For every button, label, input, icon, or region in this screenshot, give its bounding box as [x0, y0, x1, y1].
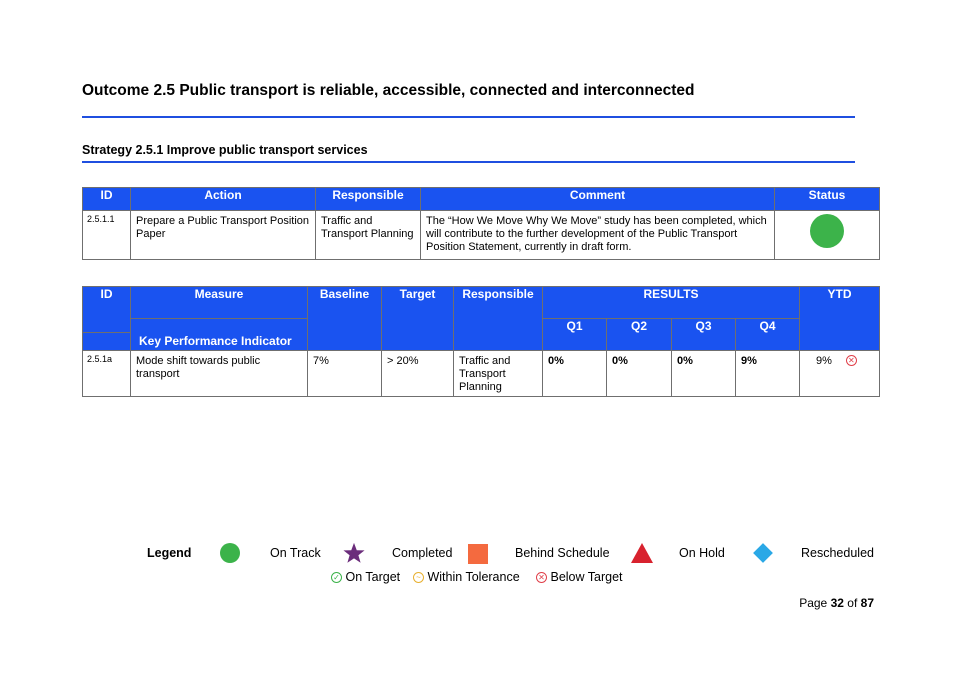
legend-label: Legend — [147, 546, 192, 560]
below-target-legend-icon: ✕ — [536, 572, 547, 583]
within-tolerance-label: Within Tolerance — [427, 570, 520, 584]
legend-on-track: On Track — [270, 546, 321, 560]
col-header-comment: Comment — [420, 187, 775, 211]
legend-on-hold: On Hold — [679, 546, 725, 560]
col-header-responsible: Responsible — [315, 187, 421, 211]
on-target-label: On Target — [345, 570, 401, 584]
kpi-col-header-results: RESULTS — [542, 286, 800, 319]
kpi-responsible: Traffic and Transport Planning — [453, 350, 543, 397]
rescheduled-icon — [753, 543, 773, 563]
kpi-col-header-q4: Q4 — [735, 318, 800, 351]
page-number: Page 32 of 87 — [799, 596, 874, 610]
on-track-icon — [220, 543, 240, 563]
outcome-title: Outcome 2.5 Public transport is reliable… — [82, 82, 695, 99]
legend: Legend On Track Completed Behind Schedul… — [0, 540, 955, 566]
action-comment: The “How We Move Why We Move” study has … — [420, 210, 775, 260]
kpi-col-header-responsible: Responsible — [453, 286, 543, 351]
on-target-icon: ✓ — [331, 572, 342, 583]
strategy-title: Strategy 2.5.1 Improve public transport … — [82, 143, 368, 157]
kpi-q4: 9% — [735, 350, 800, 397]
kpi-col-header-target: Target — [381, 286, 454, 351]
kpi-q3: 0% — [671, 350, 736, 397]
kpi-col-header-id: ID — [82, 286, 131, 333]
kpi-col-header-q2: Q2 — [606, 318, 672, 351]
col-header-status: Status — [774, 187, 880, 211]
on-hold-icon — [631, 543, 653, 563]
page-prefix: Page — [799, 596, 828, 610]
legend-behind-schedule: Behind Schedule — [515, 546, 610, 560]
on-track-status-icon — [810, 214, 844, 248]
outcome-divider — [82, 116, 855, 118]
table-row: 2.5.1.1 Prepare a Public Transport Posit… — [82, 210, 880, 260]
kpi-col-header-measure: Measure — [130, 286, 308, 319]
page-sep: of — [847, 596, 858, 610]
kpi-col-header-q1: Q1 — [542, 318, 607, 351]
kpi-col-header-blank — [82, 332, 131, 351]
below-target-legend: ✕ Below Target — [536, 570, 623, 584]
kpi-id: 2.5.1a — [82, 350, 131, 397]
legend-completed: Completed — [392, 546, 453, 560]
kpi-ytd-value: 9% — [816, 355, 832, 367]
below-target-icon: ✕ — [845, 355, 857, 366]
kpi-ytd: 9% ✕ — [799, 350, 880, 397]
action-id: 2.5.1.1 — [82, 210, 131, 260]
action-status — [774, 210, 880, 260]
action-name: Prepare a Public Transport Position Pape… — [130, 210, 316, 260]
kpi-col-header-baseline: Baseline — [307, 286, 382, 351]
strategy-divider — [82, 161, 855, 163]
col-header-action: Action — [130, 187, 316, 211]
kpi-baseline: 7% — [307, 350, 382, 397]
kpi-measure: Mode shift towards public transport — [130, 350, 308, 397]
legend-rescheduled: Rescheduled — [801, 546, 874, 560]
within-tolerance-icon: ~ — [413, 572, 424, 583]
action-table: ID Action Responsible Comment Status 2.5… — [82, 187, 880, 260]
kpi-table: ID Measure Baseline Target Responsible R… — [82, 286, 880, 397]
page-total: 87 — [860, 596, 874, 610]
kpi-col-header-ytd: YTD — [799, 286, 880, 351]
kpi-target: > 20% — [381, 350, 454, 397]
page-current: 32 — [830, 596, 844, 610]
kpi-q2: 0% — [606, 350, 672, 397]
within-tolerance-legend: ~ Within Tolerance — [413, 570, 520, 584]
col-header-id: ID — [82, 187, 131, 211]
action-responsible: Traffic and Transport Planning — [315, 210, 421, 260]
kpi-col-header-kpi: Key Performance Indicator — [130, 318, 308, 351]
action-table-header: ID Action Responsible Comment Status — [82, 187, 880, 211]
kpi-q1: 0% — [542, 350, 607, 397]
table-row: 2.5.1a Mode shift towards public transpo… — [82, 350, 880, 397]
below-target-label: Below Target — [550, 570, 623, 584]
on-target-legend: ✓ On Target — [331, 570, 400, 584]
behind-schedule-icon — [468, 544, 488, 564]
kpi-col-header-q3: Q3 — [671, 318, 736, 351]
completed-star-icon — [343, 542, 365, 563]
